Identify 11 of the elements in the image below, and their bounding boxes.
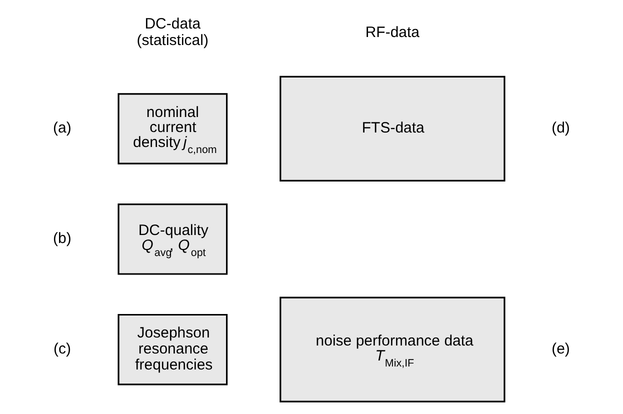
node-label: (a) — [53, 120, 72, 137]
node-label: (e) — [552, 340, 570, 358]
node-label: (d) — [552, 120, 570, 137]
node-label: (c) — [53, 340, 71, 358]
node-box: FTS-data — [280, 76, 506, 182]
node-box: noise performance data T$_{Mix,IF}$ — [280, 296, 506, 402]
node-box: DC-quality Q$_{avg}$, Q$_{opt}$ — [118, 204, 228, 275]
node-box: Josephson resonance frequencies — [118, 314, 228, 386]
label: RF-data — [365, 24, 420, 41]
label: DC-data (statistical) — [136, 16, 209, 49]
node-label: (b) — [53, 230, 72, 248]
